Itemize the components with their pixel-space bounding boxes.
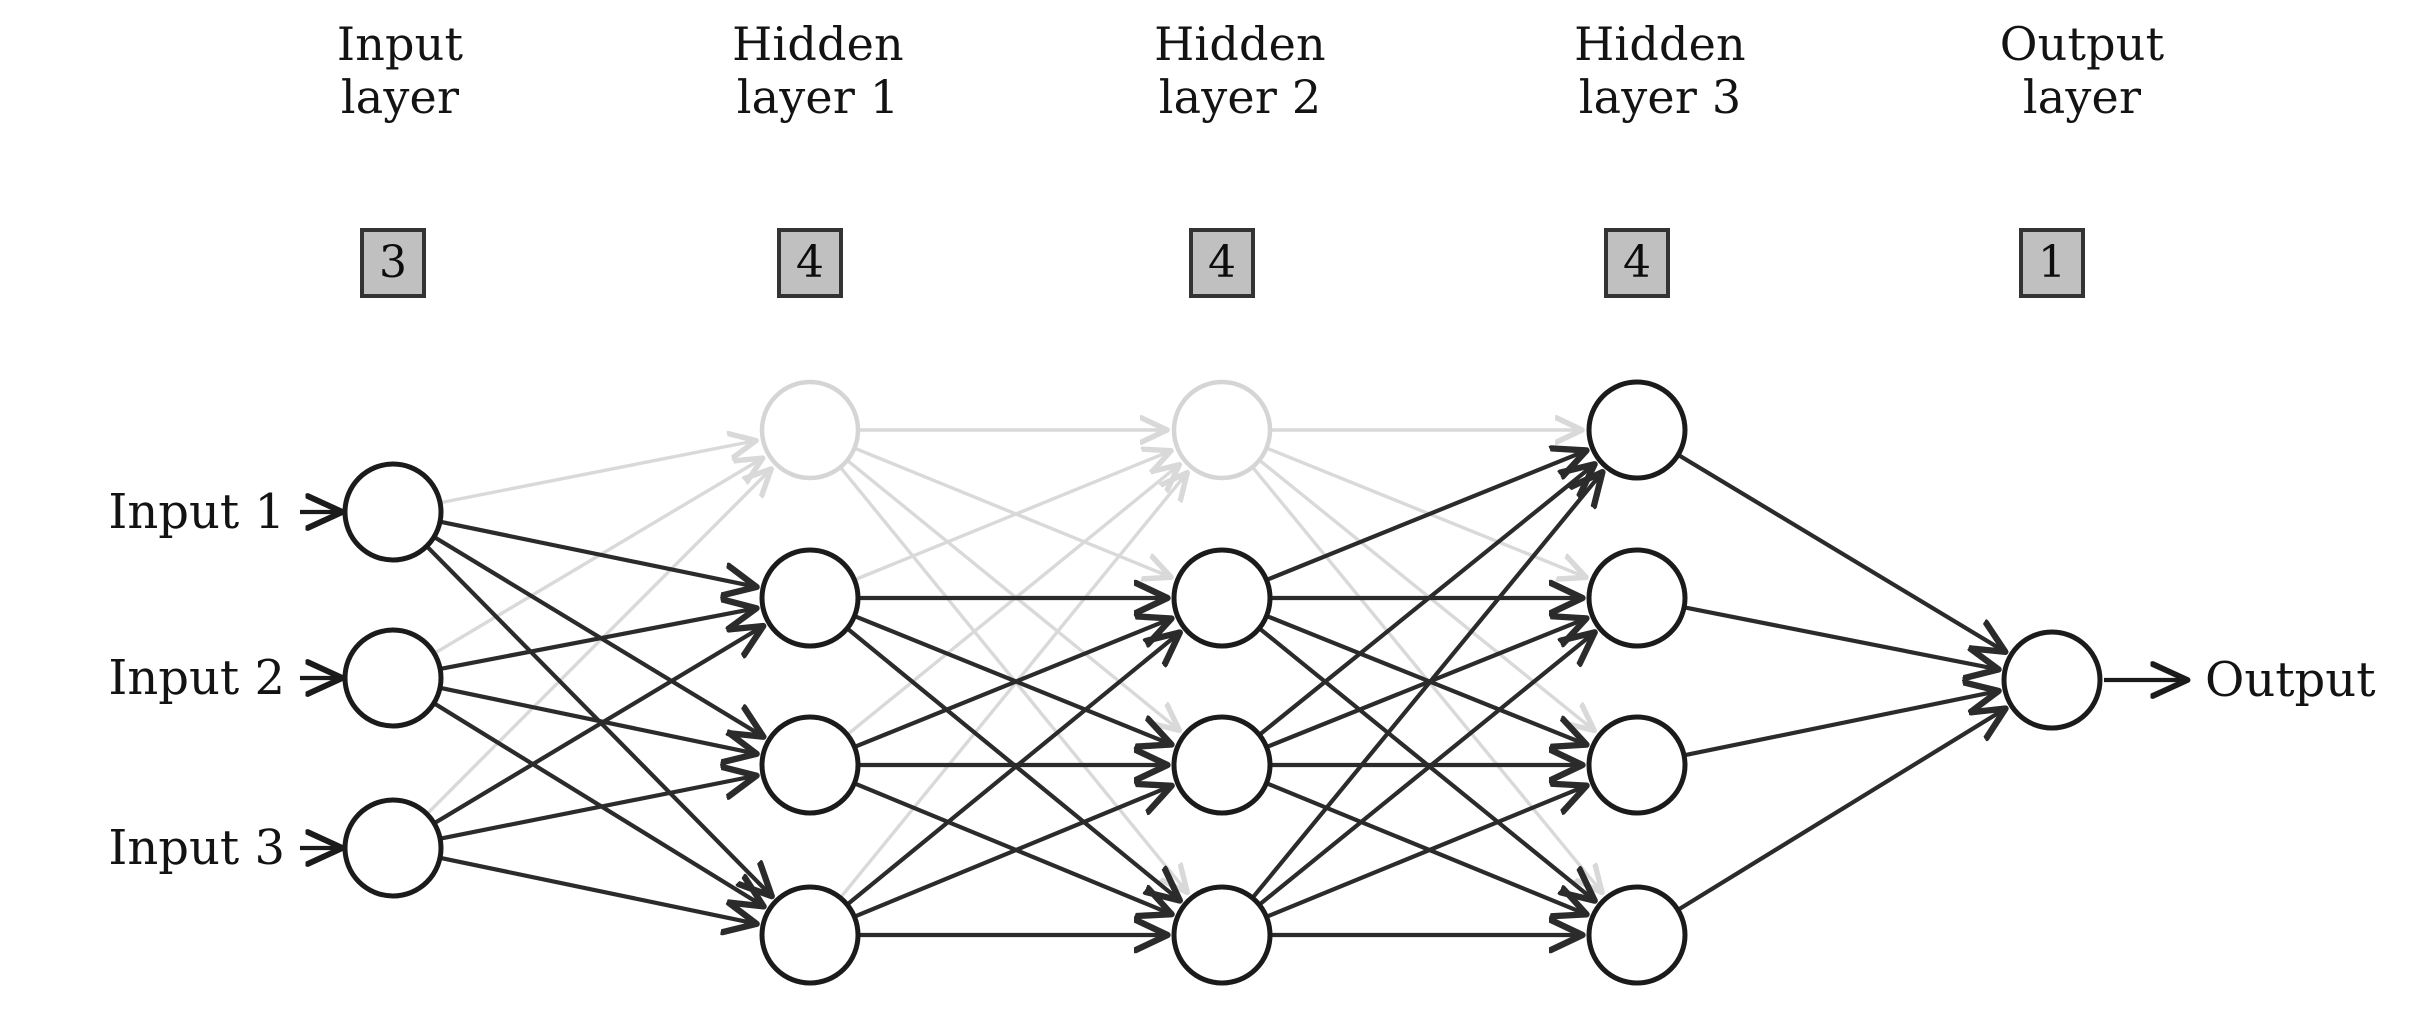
connection-edge	[1258, 458, 1592, 729]
column-title-line1: Input	[336, 17, 464, 71]
neuron-hidden2-2	[1171, 547, 1273, 649]
column-title-line1: Hidden	[1154, 17, 1326, 71]
connection-edge	[853, 781, 1169, 913]
connection-edge	[846, 466, 1178, 737]
node-group	[342, 379, 2103, 986]
neuron-hidden3-1	[1586, 379, 1688, 481]
column-title-line1: Hidden	[732, 17, 904, 71]
connection-edge	[439, 441, 754, 505]
neuron-hidden1-3	[759, 714, 861, 816]
neuron-input-3	[342, 797, 444, 899]
connection-edge	[439, 776, 754, 841]
neuron-hidden1-4	[759, 884, 861, 986]
neuron-hidden2-4	[1171, 884, 1273, 986]
connection-edge	[1258, 466, 1592, 737]
neuron-hidden3-3	[1586, 714, 1688, 816]
layer-count-badge-input: 3	[360, 228, 426, 298]
connection-edge	[432, 535, 761, 736]
connection-edge	[846, 458, 1178, 729]
connection-edge	[1265, 619, 1585, 750]
column-title-line1: Hidden	[1574, 17, 1746, 71]
neuron-hidden2-3	[1171, 714, 1273, 816]
connection-edge	[839, 474, 1186, 899]
layer-count-badge-hidden2: 4	[1189, 228, 1255, 298]
connection-edge	[853, 452, 1169, 582]
neuron-input-1	[342, 461, 444, 563]
connection-edge	[1683, 605, 1996, 669]
connection-edge	[1265, 446, 1584, 577]
connection-edge	[1265, 781, 1584, 913]
connection-edge	[1683, 691, 1996, 758]
layer-count-badge-hidden3: 4	[1604, 228, 1670, 298]
neuron-hidden3-4	[1586, 884, 1688, 986]
neuron-output-1	[2001, 629, 2103, 731]
connection-edge	[845, 634, 1178, 907]
input-label-3: Input 3	[108, 820, 285, 876]
connection-edge	[853, 614, 1169, 744]
column-title-line1: Output	[1999, 17, 2165, 71]
neuron-hidden1-2	[759, 547, 861, 649]
connection-edge	[439, 685, 754, 754]
input-label-1: Input 1	[108, 484, 285, 540]
column-title-line2: layer 1	[736, 70, 900, 125]
neuron-hidden2-1	[1171, 379, 1273, 481]
connection-edge	[1265, 451, 1584, 582]
connection-edge	[853, 787, 1169, 919]
column-title-line2: layer	[340, 70, 460, 125]
column-title-line2: layer 2	[1158, 70, 1322, 125]
io-arrow-group	[300, 512, 2185, 848]
connection-edge	[439, 519, 754, 587]
connection-edge	[1676, 710, 2004, 912]
connection-edge	[1250, 474, 1600, 900]
connection-edge	[433, 627, 761, 826]
output-label-1: Output	[2205, 652, 2376, 708]
neuron-input-2	[342, 627, 444, 729]
layer-count-badge-hidden1: 4	[777, 228, 843, 298]
neuron-hidden1-1	[759, 379, 861, 481]
column-title-line2: layer	[2022, 70, 2142, 125]
input-label-2: Input 2	[108, 650, 285, 706]
connection-edge	[1265, 613, 1585, 744]
connection-edge	[439, 855, 754, 924]
column-title-line2: layer 3	[1578, 70, 1742, 125]
connection-edge	[425, 470, 770, 816]
layer-count-badge-output: 1	[2019, 228, 2085, 298]
connection-edge	[853, 619, 1169, 749]
connection-edge	[853, 446, 1169, 576]
connection-edge	[1677, 452, 2003, 651]
connection-edge	[1257, 634, 1592, 907]
edge-group	[425, 430, 2004, 935]
neuron-hidden3-2	[1586, 547, 1688, 649]
connection-edge	[439, 609, 754, 672]
connection-edge	[432, 701, 762, 905]
connection-edge	[1265, 787, 1584, 919]
